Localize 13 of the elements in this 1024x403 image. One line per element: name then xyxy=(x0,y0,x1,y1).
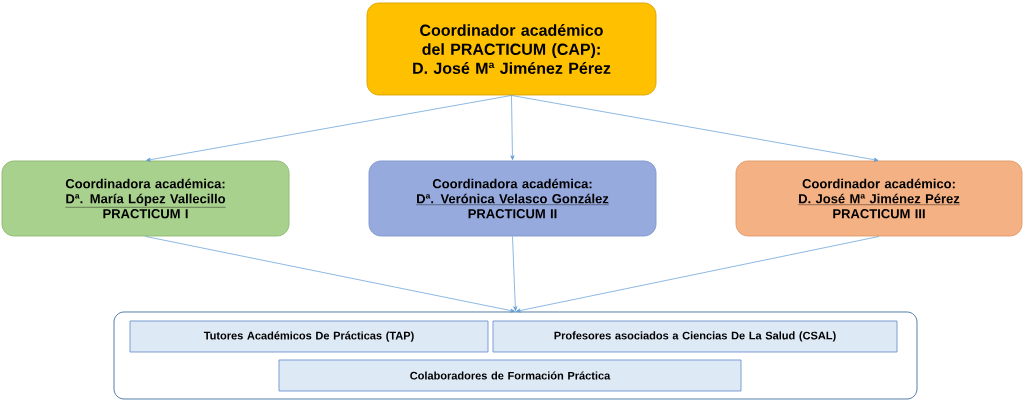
coordinator-box: Coordinadora académica: Dª. María López Vallecillo PRACTICUM I xyxy=(1,160,290,237)
coordinator-box: Coordinadora académica: Dª. Verónica Velasco González PRACTICUM II xyxy=(368,160,657,237)
coordinator-box: Coordinador académico del PRACTICUM (CAP): D. José Mª Jiménez Pérez xyxy=(366,2,657,96)
arrow xyxy=(145,236,515,313)
arrow xyxy=(511,95,879,162)
arrow xyxy=(516,236,880,313)
coordinator-box: Coordinador académico: D. José Mª Jiménez Pérez PRACTICUM III xyxy=(735,160,1023,237)
arrow xyxy=(510,95,515,160)
role-box: Colaboradores de Formación Práctica xyxy=(278,359,742,392)
arrow xyxy=(146,95,512,162)
role-box: Tutores Académicos De Prácticas (TAP) xyxy=(129,320,489,353)
arrow xyxy=(512,236,518,311)
role-box: Profesores asociados a Ciencias De La Salud (CSAL) xyxy=(492,320,898,353)
